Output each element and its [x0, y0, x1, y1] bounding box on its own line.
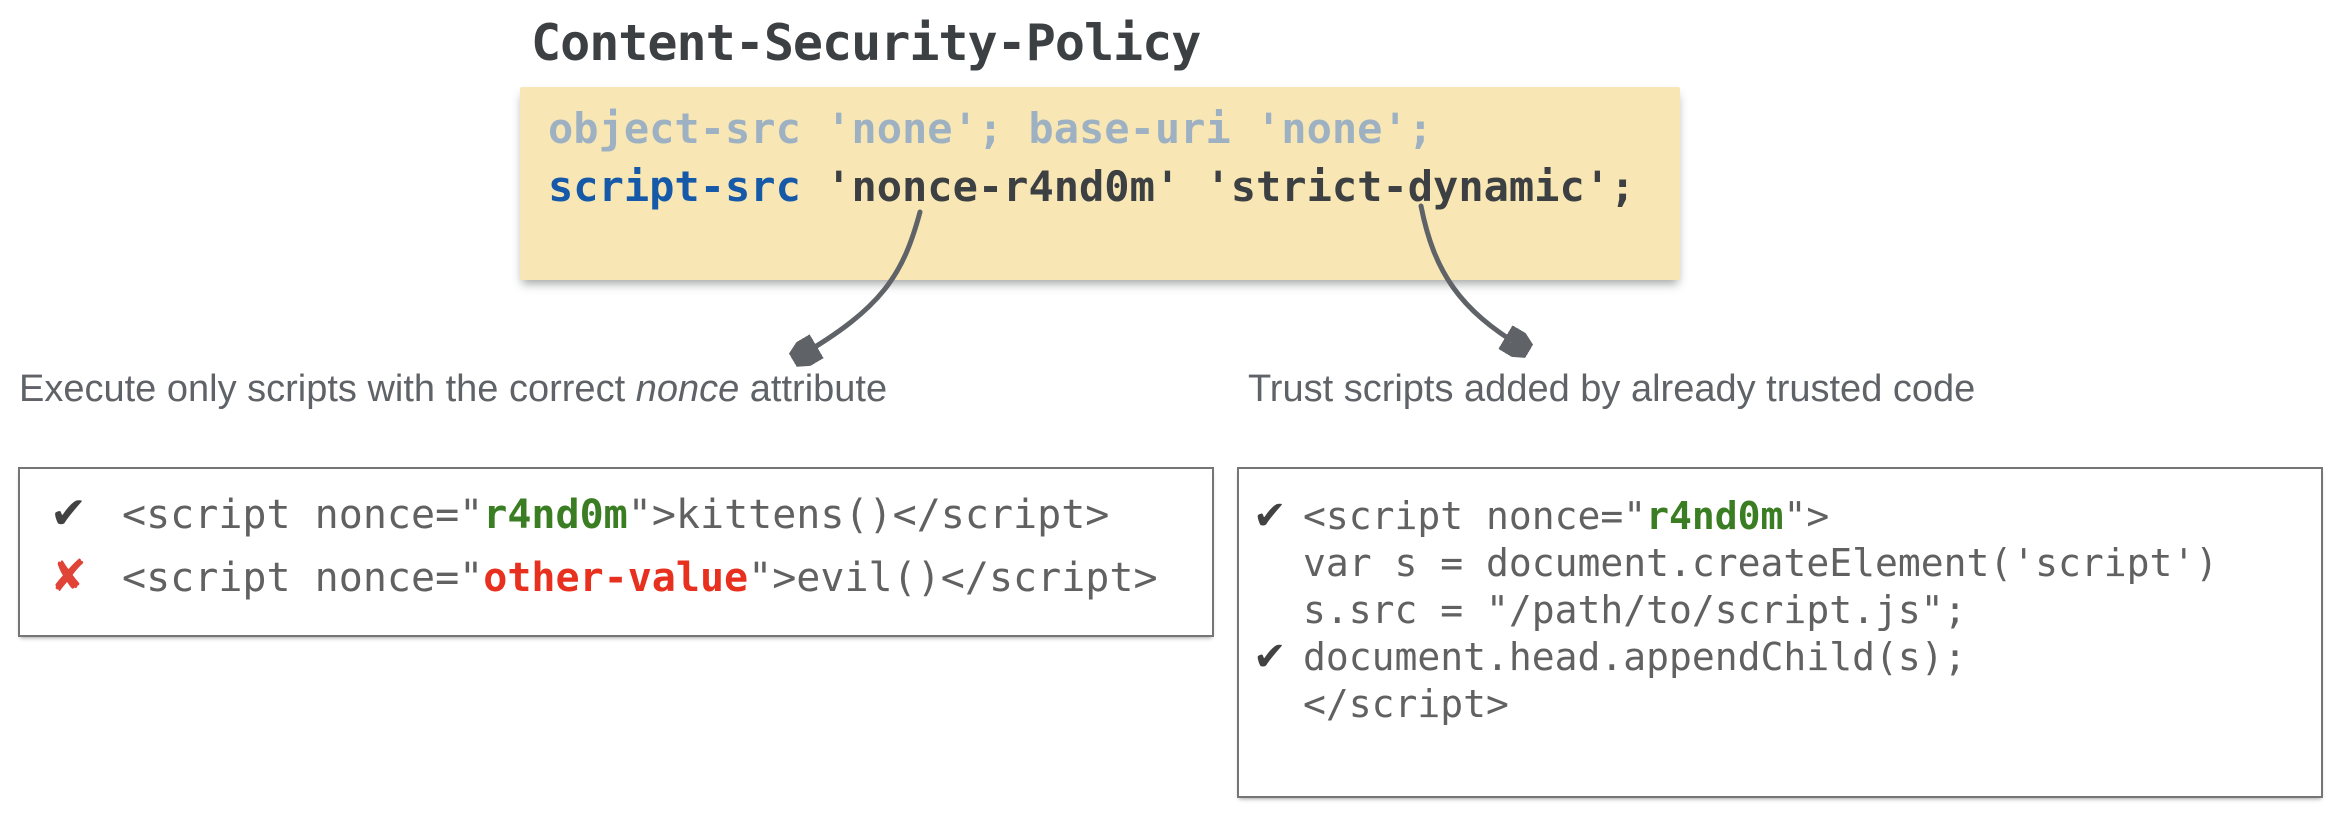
code-line-script-open: ✔ <script nonce="r4nd0m">	[1253, 493, 2321, 540]
code-text: var s = document.createElement('script')	[1303, 541, 2219, 585]
code-post: ">evil()</script>	[748, 555, 1158, 601]
nonce-example-box: ✔ <script nonce="r4nd0m">kittens()</scri…	[18, 467, 1214, 637]
code-text: </script>	[1303, 682, 1509, 726]
policy-line-script-src: script-src 'nonce-r4nd0m' 'strict-dynami…	[548, 158, 1652, 216]
code-text: s.src = "/path/to/script.js";	[1303, 588, 1967, 632]
code-post: ">	[1783, 494, 1830, 538]
code-line-allowed: ✔ <script nonce="r4nd0m">kittens()</scri…	[50, 483, 1212, 546]
left-annotation-prefix: Execute only scripts with the correct	[19, 368, 636, 410]
policy-line-object-src: object-src 'none'; base-uri 'none';	[548, 100, 1652, 158]
code-line-append-child: ✔ document.head.appendChild(s);	[1253, 634, 2321, 681]
script-src-values: 'nonce-r4nd0m' 'strict-dynamic';	[800, 162, 1636, 211]
code-pre: <script nonce="	[1303, 494, 1647, 538]
code-pre: <script nonce="	[122, 555, 484, 601]
left-annotation-emphasis: nonce	[635, 368, 740, 410]
nonce-value: r4nd0m	[483, 492, 628, 538]
code-pre: <script nonce="	[122, 492, 484, 538]
code-line-blocked: ✘ <script nonce="other-value">evil()</sc…	[50, 546, 1212, 609]
code-line-src-assign: s.src = "/path/to/script.js";	[1253, 587, 2321, 634]
bad-nonce-value: other-value	[483, 555, 749, 601]
code-text: <script nonce="r4nd0m">kittens()</script…	[122, 484, 1109, 546]
check-icon: ✔	[50, 488, 87, 539]
policy-muted-directives: object-src 'none'; base-uri 'none';	[548, 104, 1434, 153]
check-icon: ✔	[1253, 634, 1287, 680]
page-title: Content-Security-Policy	[531, 14, 1201, 72]
code-text: document.head.appendChild(s);	[1303, 635, 1967, 679]
code-text: <script nonce="other-value">evil()</scri…	[122, 547, 1158, 609]
code-text: <script nonce="r4nd0m">	[1303, 493, 1829, 540]
nonce-value: r4nd0m	[1646, 494, 1784, 538]
code-line-create-element: var s = document.createElement('script')	[1253, 540, 2321, 587]
csp-policy-box: object-src 'none'; base-uri 'none'; scri…	[520, 87, 1680, 280]
check-icon: ✔	[1253, 493, 1287, 539]
code-line-script-close: </script>	[1253, 681, 2321, 728]
cross-icon: ✘	[50, 551, 87, 602]
code-post: ">kittens()</script>	[627, 492, 1110, 538]
strict-dynamic-example-box: ✔ <script nonce="r4nd0m"> var s = docume…	[1237, 467, 2323, 798]
left-annotation: Execute only scripts with the correct no…	[19, 368, 887, 411]
script-src-directive: script-src	[548, 162, 801, 211]
right-annotation: Trust scripts added by already trusted c…	[1248, 368, 1976, 410]
left-annotation-suffix: attribute	[739, 368, 888, 410]
